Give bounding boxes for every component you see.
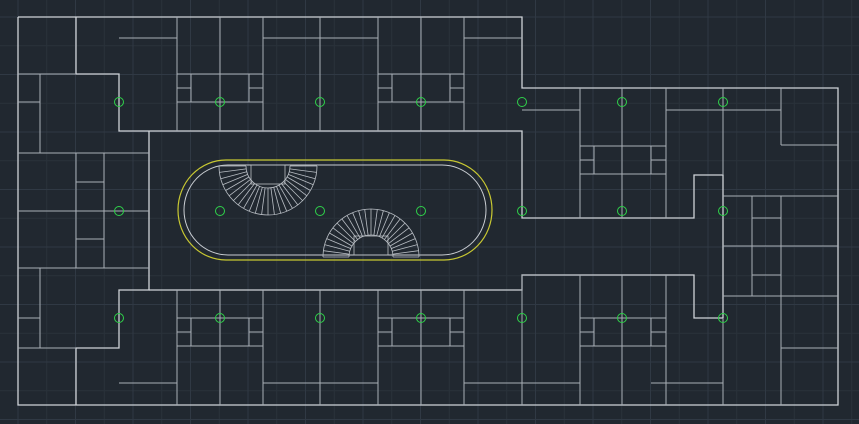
stair-tread [220, 171, 247, 180]
stair-tread [384, 218, 401, 240]
stair-tread [233, 181, 253, 201]
corridor-wall-bottom [75, 131, 150, 405]
column-marker-circle-icon[interactable] [718, 313, 728, 323]
stair-tread [286, 176, 311, 191]
column-markers [114, 97, 728, 323]
column-marker-circle-icon[interactable] [315, 97, 325, 107]
stair-tread [341, 218, 358, 240]
stair-tread [388, 227, 410, 244]
stair-tread [373, 209, 378, 236]
stair-tread [273, 187, 282, 214]
stair-tread [276, 186, 288, 212]
column-marker-circle-icon[interactable] [617, 313, 627, 323]
stair-tread [391, 238, 416, 249]
column-marker-circle-icon[interactable] [215, 97, 225, 107]
column-marker-circle-icon[interactable] [114, 206, 124, 216]
stair-north [218, 164, 318, 216]
stair-tread [336, 222, 356, 242]
column-marker-circle-icon[interactable] [416, 206, 426, 216]
column-marker-circle-icon[interactable] [718, 206, 728, 216]
column-marker-circle-icon[interactable] [517, 313, 527, 323]
stair-tread [243, 184, 258, 209]
stair-tread [386, 222, 406, 242]
stair-south [322, 208, 420, 258]
stair-tread [392, 250, 419, 255]
stair-tread [278, 184, 293, 209]
column-marker-circle-icon[interactable] [416, 313, 426, 323]
stair-tread [364, 209, 369, 236]
stair-tread [228, 179, 251, 197]
outer-wall [17, 16, 839, 406]
stair-tread [261, 187, 266, 215]
stair-tread [289, 168, 317, 173]
stair-tread [323, 250, 350, 255]
stair-tread [237, 183, 255, 206]
stair-tread [222, 174, 248, 186]
stair-tread [283, 181, 303, 201]
stair-tread [288, 174, 314, 186]
stair-tread [376, 210, 384, 236]
stair-tread [254, 187, 263, 214]
column-marker-circle-icon[interactable] [718, 97, 728, 107]
column-marker-circle-icon[interactable] [617, 206, 627, 216]
atrium-outline-inner [183, 164, 487, 256]
stair-tread [219, 168, 247, 173]
corridor-walls [75, 17, 724, 405]
stair-tread [270, 187, 275, 215]
stair-tread [389, 232, 413, 247]
stair-tread [352, 212, 363, 237]
column-marker-circle-icon[interactable] [517, 97, 527, 107]
stair-tread [248, 186, 260, 212]
stair-tread [225, 176, 250, 191]
column-marker-circle-icon[interactable] [215, 206, 225, 216]
column-marker-circle-icon[interactable] [617, 97, 627, 107]
corridor-wall-south [149, 274, 723, 319]
stair-tread [381, 215, 396, 239]
column-marker-circle-icon[interactable] [517, 206, 527, 216]
stair-tread [392, 244, 418, 252]
outer-walls [17, 16, 839, 406]
stair-tread [379, 212, 390, 237]
room-partitions [18, 17, 838, 405]
corridor-wall-top [75, 17, 724, 318]
column-marker-circle-icon[interactable] [114, 97, 124, 107]
stair-tread [329, 232, 353, 247]
atrium [177, 159, 493, 261]
stair-tread [332, 227, 354, 244]
stair-tread [285, 179, 308, 197]
stair-tread [346, 215, 361, 239]
atrium-outline-outer [177, 159, 493, 261]
stair-tread [289, 171, 316, 180]
column-marker-circle-icon[interactable] [315, 313, 325, 323]
stair-tread [326, 238, 351, 249]
stair-tread [358, 210, 366, 236]
column-marker-circle-icon[interactable] [416, 97, 426, 107]
column-marker-circle-icon[interactable] [215, 313, 225, 323]
column-marker-circle-icon[interactable] [114, 313, 124, 323]
stair-tread [281, 183, 299, 206]
stair-tread [324, 244, 350, 252]
column-marker-circle-icon[interactable] [315, 206, 325, 216]
